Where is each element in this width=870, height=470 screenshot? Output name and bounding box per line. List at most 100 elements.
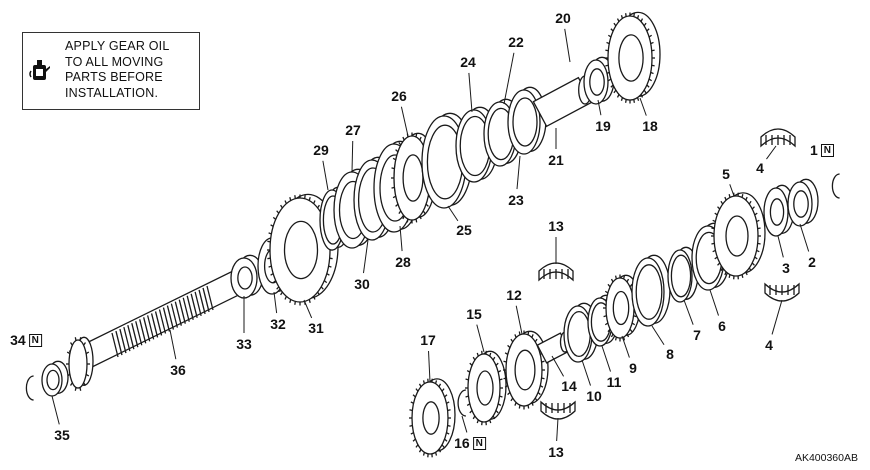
shaft-splines <box>111 285 214 358</box>
snap-ring-34 <box>25 375 34 401</box>
replace-part-marker: N <box>820 144 835 157</box>
part-number: 36 <box>170 362 186 378</box>
leader-line-22 <box>503 52 515 105</box>
gear-17 <box>409 378 456 458</box>
leader-line-4a <box>766 145 777 160</box>
part-label-35: 35 <box>54 427 70 443</box>
leader-line-24 <box>468 72 473 113</box>
part-label-11: 11 <box>607 374 622 390</box>
assembly-note-text: APPLY GEAR OIL TO ALL MOVING PARTS BEFOR… <box>65 39 169 101</box>
leader-line-14 <box>551 355 565 377</box>
part-label-5: 5 <box>722 166 730 182</box>
leader-line-6 <box>709 289 719 316</box>
needle-bearing-4-upper <box>760 128 796 148</box>
part-number: 3 <box>782 260 790 276</box>
needle-bearing-13-upper <box>538 262 574 282</box>
leader-line-19 <box>597 99 602 116</box>
part-number: 28 <box>395 254 411 270</box>
leader-line-30 <box>362 239 369 274</box>
leader-line-35 <box>51 395 60 425</box>
note-line-3: PARTS BEFORE <box>65 70 163 84</box>
leader-line-32 <box>273 291 278 314</box>
note-line-4: INSTALLATION. <box>65 85 159 100</box>
part-number: 9 <box>629 360 637 376</box>
part-number: 19 <box>595 118 611 134</box>
part-label-26: 26 <box>391 88 407 104</box>
part-label-6: 6 <box>718 318 726 334</box>
leader-line-13b <box>556 417 559 442</box>
synchro-ring-24 <box>455 106 499 183</box>
drive-pinion-gear <box>66 336 94 391</box>
part-number: 11 <box>606 374 622 390</box>
part-number: 6 <box>718 318 726 334</box>
leader-line-2 <box>799 223 810 252</box>
oil-can-icon <box>29 60 50 80</box>
part-label-30: 30 <box>354 276 370 292</box>
part-number: 15 <box>466 306 482 322</box>
leader-line-3 <box>777 235 784 258</box>
part-number: 10 <box>586 388 602 404</box>
part-number: 14 <box>561 378 577 394</box>
leader-line-18 <box>639 97 647 116</box>
part-label-28: 28 <box>395 254 411 270</box>
gear-parts-drawing <box>25 11 840 458</box>
part-number: 24 <box>460 54 476 70</box>
leader-line-10 <box>581 359 591 386</box>
part-number: 17 <box>420 332 436 348</box>
gear-5 <box>711 192 766 280</box>
gear-12 <box>503 330 549 410</box>
leader-line-5 <box>729 184 735 197</box>
part-label-23: 23 <box>508 192 524 208</box>
part-number: 27 <box>345 122 361 138</box>
snap-ring-16 <box>457 389 466 417</box>
assembly-note-box: APPLY GEAR OIL TO ALL MOVING PARTS BEFOR… <box>22 32 200 110</box>
part-number: 20 <box>555 10 571 26</box>
leader-line-9 <box>621 335 630 358</box>
part-number: 16 <box>454 435 470 451</box>
leader-line-16 <box>461 415 468 433</box>
part-number: 7 <box>693 327 701 343</box>
spacer-collar-33 <box>230 254 264 299</box>
part-number: 26 <box>391 88 407 104</box>
leader-lines <box>51 28 810 442</box>
leader-line-36 <box>169 329 177 360</box>
part-number: 18 <box>642 118 658 134</box>
part-number: 33 <box>236 336 252 352</box>
part-label-18: 18 <box>642 118 658 134</box>
part-label-8: 8 <box>666 346 674 362</box>
part-number: 32 <box>270 316 286 332</box>
part-number: 23 <box>508 192 524 208</box>
gear-18 <box>605 11 661 104</box>
part-label-36: 36 <box>170 362 186 378</box>
needle-bearing-13-lower <box>540 400 576 420</box>
part-number: 4 <box>756 160 764 176</box>
note-line-1: APPLY GEAR OIL <box>65 39 170 53</box>
part-label-4b: 4 <box>765 337 773 353</box>
part-label-7: 7 <box>693 327 701 343</box>
part-number: 31 <box>308 320 324 336</box>
leader-line-8 <box>651 325 665 346</box>
leader-line-23 <box>516 155 521 190</box>
spacer-2 <box>787 178 819 227</box>
part-label-14: 14 <box>561 378 577 394</box>
part-label-27: 27 <box>345 122 361 138</box>
leader-line-31 <box>303 299 313 319</box>
part-number: 1 <box>809 142 818 158</box>
part-label-32: 32 <box>270 316 286 332</box>
part-number: 2 <box>808 254 816 270</box>
gear-15 <box>465 350 507 426</box>
note-line-2: TO ALL MOVING <box>65 54 164 69</box>
part-label-9: 9 <box>629 360 637 376</box>
part-label-15: 15 <box>466 306 482 322</box>
part-label-19: 19 <box>595 118 611 134</box>
leader-line-4b <box>771 299 783 335</box>
leader-line-7 <box>683 299 694 325</box>
main-shaft <box>68 263 257 374</box>
part-number: 30 <box>354 276 370 292</box>
part-number: 12 <box>506 287 522 303</box>
replace-part-marker: N <box>472 437 486 450</box>
